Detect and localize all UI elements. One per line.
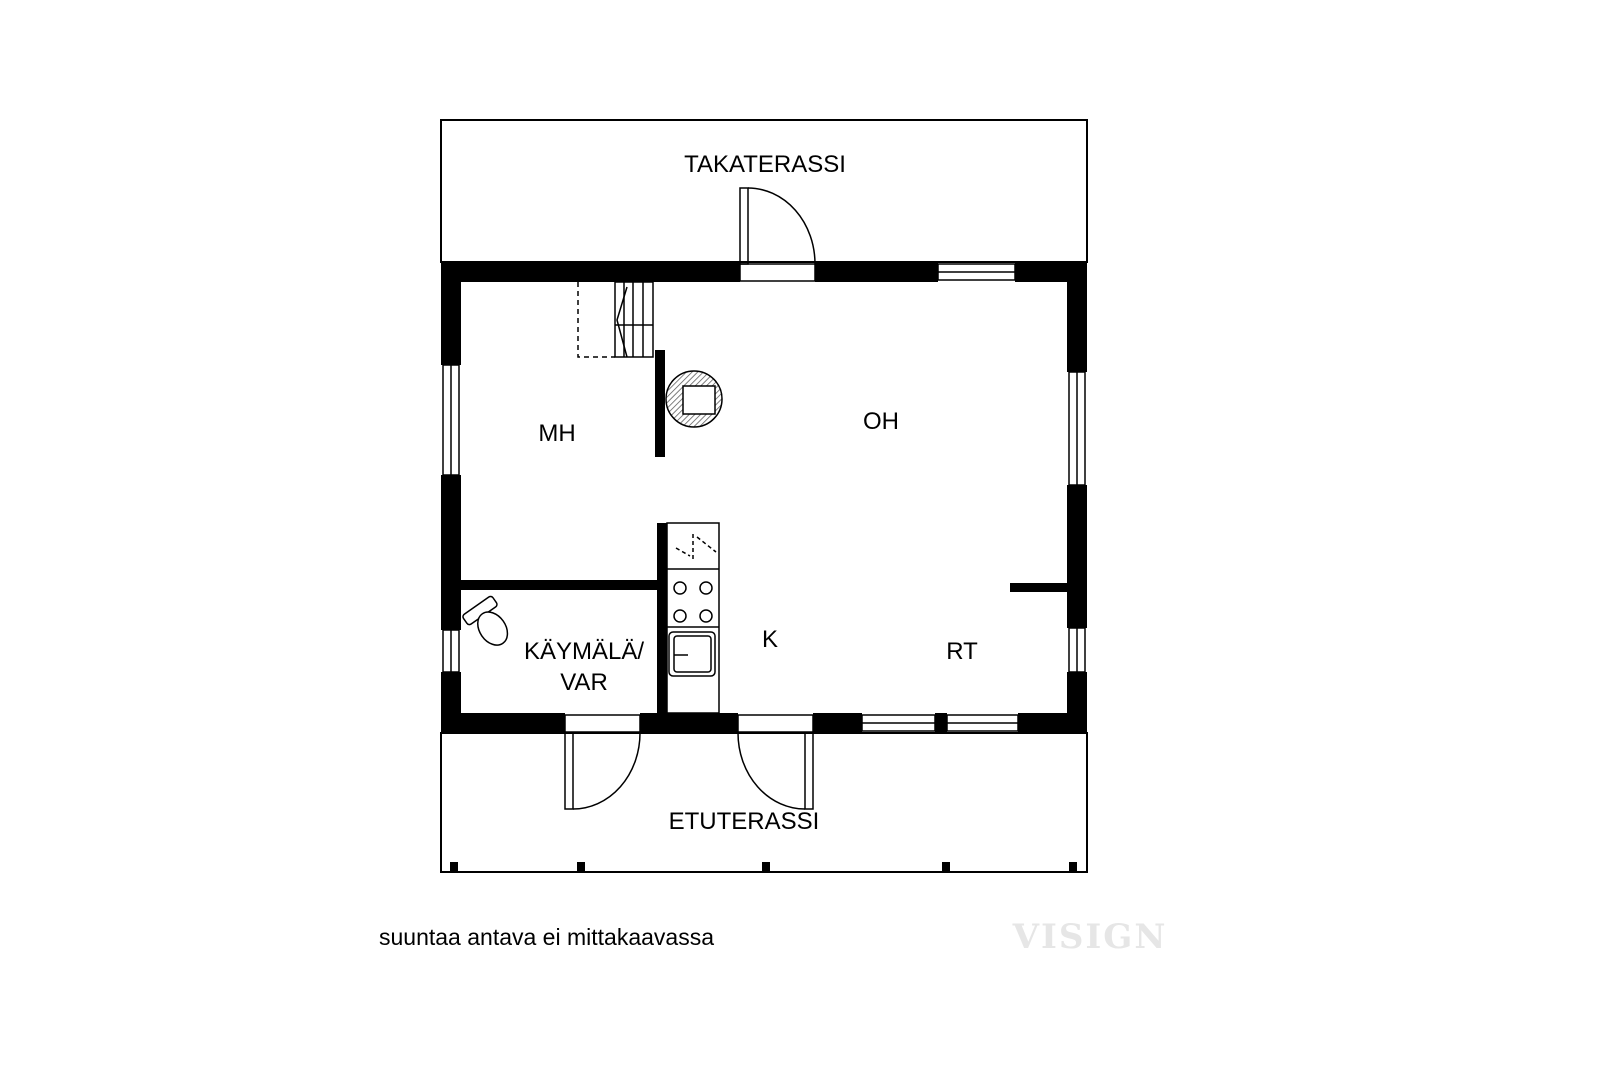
front-terrace xyxy=(440,732,1088,873)
fridge-icon xyxy=(675,534,717,560)
toilet-icon xyxy=(462,595,509,646)
label-bedroom: MH xyxy=(538,420,575,447)
windows xyxy=(442,263,1086,732)
label-toilet: KÄYMÄLÄ/ xyxy=(524,638,644,665)
stove-icon xyxy=(673,581,713,623)
terrace-posts xyxy=(450,862,1077,872)
label-front-terrace: ETUTERASSI xyxy=(669,808,820,835)
label-back-terrace: TAKATERASSI xyxy=(684,151,846,178)
kitchen-counter xyxy=(666,522,720,714)
scale-note: suuntaa antava ei mittakaavassa xyxy=(379,924,714,950)
label-kitchen: K xyxy=(762,626,778,653)
fireplace-icon xyxy=(665,370,723,428)
back-terrace xyxy=(440,119,1088,263)
label-dining: RT xyxy=(946,638,978,665)
doors xyxy=(564,187,816,810)
label-living-room: OH xyxy=(863,408,899,435)
watermark-logo: VISIGN xyxy=(1012,917,1168,957)
interior-walls xyxy=(461,350,1067,713)
exterior-walls xyxy=(441,262,1087,733)
stairs xyxy=(577,281,654,358)
sink-icon xyxy=(668,631,716,677)
label-storage: VAR xyxy=(560,669,608,696)
